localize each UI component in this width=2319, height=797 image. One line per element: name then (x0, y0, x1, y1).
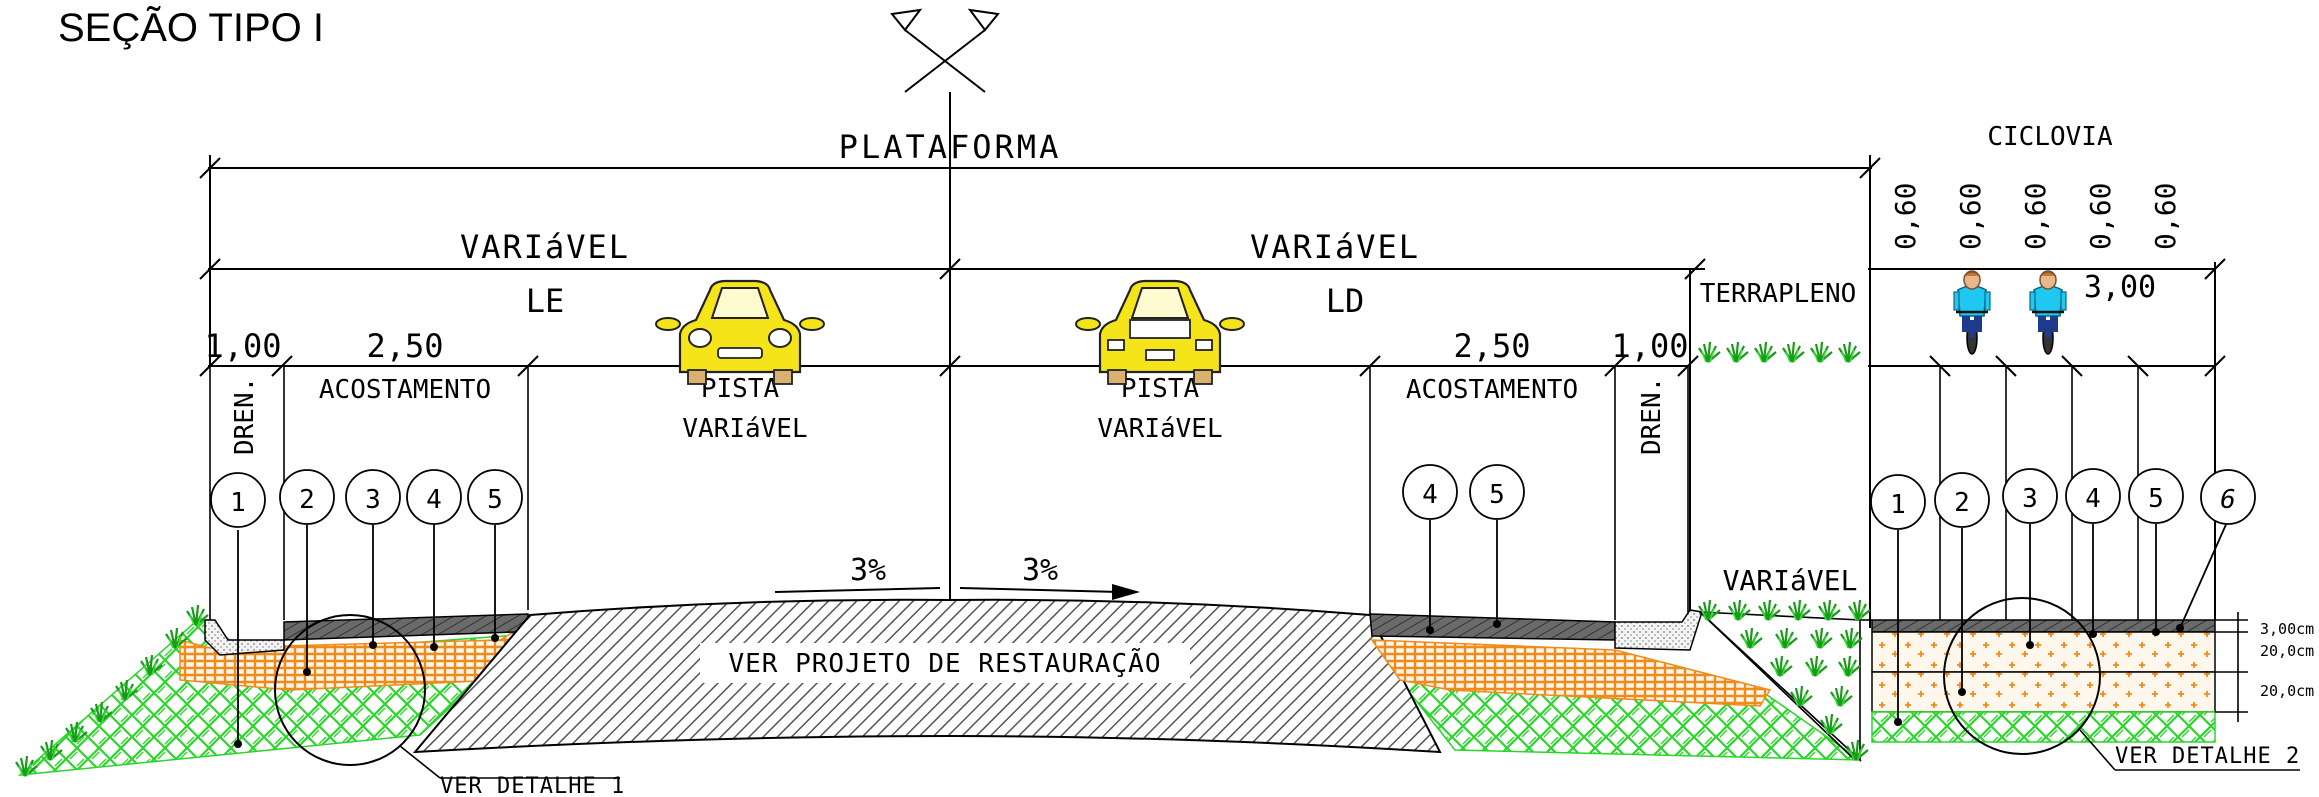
detalhe-2-label: VER DETALHE 2 (2115, 744, 2300, 769)
ciclovia-base-layer (1871, 631, 2216, 673)
curb-left (204, 619, 285, 656)
acostamento-left-label: ACOSTAMENTO (319, 375, 491, 405)
cyclist-icon (1952, 269, 1992, 356)
svg-text:0,60: 0,60 (2149, 183, 2182, 250)
pista-right-label: PISTA (1121, 374, 1200, 404)
car-rear-icon (1074, 279, 1246, 386)
thickness-1: 3,00cm (2260, 620, 2314, 638)
svg-text:3%: 3% (850, 553, 886, 588)
detail-1-marker: VER DETALHE 1 (274, 614, 625, 797)
thickness-2: 20,0cm (2260, 642, 2314, 660)
pista-right-sub-label: VARIáVEL (1097, 414, 1222, 444)
ciclovia-label: CICLOVIA (1987, 122, 2113, 152)
svg-text:5: 5 (2148, 484, 2164, 514)
variavel-ld-label: VARIáVEL (1250, 228, 1420, 266)
terrapleno-variavel-label: VARIáVEL (1723, 564, 1858, 597)
slope-right: 3% (959, 553, 1140, 600)
asphalt-right (1369, 613, 1616, 641)
base-right (1370, 639, 1772, 707)
lane-dimension: LE LD 1,00 2,50 2,50 1,00 (199, 282, 1699, 377)
le-label: LE (526, 282, 565, 320)
svg-text:0,60: 0,60 (2084, 183, 2117, 250)
acostamento-right-label: ACOSTAMENTO (1406, 375, 1578, 405)
callouts-left: 1 2 3 4 5 (210, 469, 523, 748)
dim-1-00-right: 1,00 (1611, 327, 1688, 365)
ciclovia-surface-layer (1871, 619, 2216, 633)
svg-text:3: 3 (2022, 484, 2038, 514)
variavel-dimension: VARIáVEL VARIáVEL (199, 228, 1706, 280)
svg-text:0,60: 0,60 (2019, 183, 2052, 250)
svg-text:4: 4 (1422, 480, 1438, 510)
dim-2-50-right: 2,50 (1453, 327, 1530, 365)
asphalt-left (283, 613, 529, 641)
dim-1-00-left: 1,00 (204, 327, 281, 365)
dim-2-50-left: 2,50 (366, 327, 443, 365)
variavel-le-label: VARIáVEL (460, 228, 630, 266)
svg-text:6: 6 (2220, 485, 2236, 515)
thickness-3: 20,0cm (2260, 682, 2314, 700)
detalhe-1-label: VER DETALHE 1 (440, 774, 625, 797)
compass-north-icon (890, 8, 1000, 93)
svg-text:2: 2 (1954, 488, 1970, 518)
dren-right-label: DREN. (1637, 377, 1667, 455)
callouts-middle: 4 5 (1402, 464, 1525, 634)
ciclovia-section: CICLOVIA 0,60 0,60 0,60 0,60 0,60 3,00 (1860, 122, 2314, 771)
svg-text:1: 1 (230, 488, 246, 518)
svg-text:3%: 3% (1022, 553, 1058, 588)
svg-text:0,60: 0,60 (1954, 183, 1987, 250)
svg-text:2: 2 (299, 485, 315, 515)
svg-text:4: 4 (426, 485, 442, 515)
car-front-icon (654, 279, 826, 386)
slope-left: 3% (774, 553, 941, 593)
page-title: SEÇÃO TIPO I (58, 6, 324, 50)
svg-text:3: 3 (365, 485, 381, 515)
ciclovia-ground (1871, 711, 2216, 743)
cyclist-icon (2028, 269, 2068, 356)
svg-text:5: 5 (487, 485, 503, 515)
pista-left-label: PISTA (701, 374, 780, 404)
plataforma-dimension: PLATAFORMA (199, 128, 1881, 628)
terrapleno-label: TERRAPLENO (1700, 279, 1857, 309)
curb-right (1614, 609, 1703, 651)
svg-text:1: 1 (1890, 490, 1906, 520)
restoration-label-bg (700, 643, 1190, 683)
svg-text:0,60: 0,60 (1889, 183, 1922, 250)
svg-text:5: 5 (1489, 480, 1505, 510)
plataforma-label: PLATAFORMA (839, 128, 1062, 166)
ciclovia-width: 3,00 (2084, 270, 2156, 305)
ciclovia-subbase-layer (1871, 671, 2216, 713)
terrapleno-fill (1697, 611, 1861, 762)
restoration-label: VER PROJETO DE RESTAURAÇÃO (729, 647, 1162, 679)
svg-text:4: 4 (2085, 484, 2101, 514)
dren-left-label: DREN. (230, 377, 260, 455)
ld-label: LD (1326, 282, 1365, 320)
pista-left-sub-label: VARIáVEL (682, 414, 807, 444)
